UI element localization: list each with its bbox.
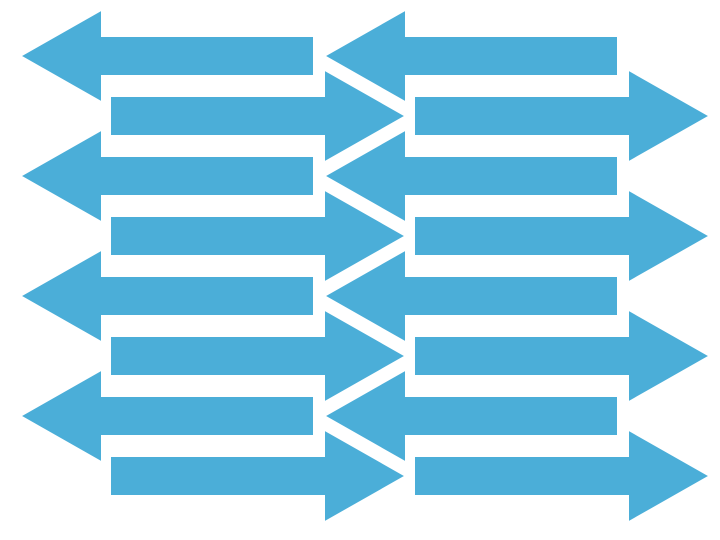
arrow-right-col1-row4	[105, 180, 417, 292]
arrow-right-col2-row2	[409, 60, 720, 172]
arrow-right-col1-row6	[105, 300, 417, 412]
arrow-right-col2-row4	[409, 180, 720, 292]
arrow-right-col1-row8	[105, 420, 417, 532]
arrow-right-col2-row6	[409, 300, 720, 412]
arrow-left-col2-row1	[313, 0, 623, 112]
arrow-left-col2-row3	[313, 120, 623, 232]
arrow-right-col2-row8	[409, 420, 720, 532]
arrow-right-col1-row2	[105, 60, 417, 172]
arrow-left-col2-row5	[313, 240, 623, 352]
arrow-left-col2-row7	[313, 360, 623, 472]
